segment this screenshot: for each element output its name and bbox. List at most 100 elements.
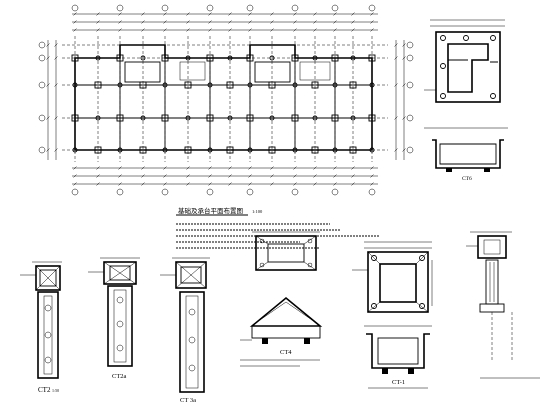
dimension-tick [402, 148, 406, 152]
dimension-tick [141, 182, 145, 186]
dimension-tick [118, 28, 122, 32]
dimension-tick [186, 28, 190, 32]
pile-cap [226, 146, 234, 154]
dimension-tick [293, 28, 297, 32]
pile [269, 115, 275, 121]
dimension-tick [118, 20, 122, 24]
pile [185, 115, 191, 121]
pile-cap [349, 81, 357, 89]
dimension-tick [141, 166, 145, 170]
pile-cap [139, 81, 147, 89]
dimension-tick [333, 28, 337, 32]
dimension-tick [186, 166, 190, 170]
dimension-tick [54, 56, 58, 60]
dimension-tick [313, 166, 317, 170]
label-ct2: CT2 [38, 386, 51, 394]
dimension-tick [333, 20, 337, 24]
pile [227, 115, 233, 121]
dimension-tick [370, 12, 374, 16]
axis-bubble [406, 54, 414, 62]
plan-scale: 1:100 [252, 209, 263, 214]
pile-cap [268, 146, 276, 154]
dimension-tick [293, 12, 297, 16]
pile-cap [331, 114, 339, 122]
dimension-tick [118, 12, 122, 16]
pile [369, 147, 375, 153]
axis-bubble [206, 188, 214, 196]
detail-column-section [466, 231, 540, 379]
axis-bubble [246, 4, 254, 12]
pile [140, 55, 146, 61]
dimension-tick [351, 20, 355, 24]
dimension-tick [96, 20, 100, 24]
dimension-tick [370, 166, 374, 170]
pile [72, 147, 78, 153]
dimension-tick [186, 174, 190, 178]
dimension-tick [270, 28, 274, 32]
pile-cap [184, 146, 192, 154]
dimension-tick [46, 56, 50, 60]
pile-cap [246, 54, 254, 62]
dimension-tick [293, 174, 297, 178]
dimension-tick [293, 20, 297, 24]
notes-block [176, 223, 380, 249]
pile-cap [311, 146, 319, 154]
axis-bubble [161, 4, 169, 12]
pile [72, 82, 78, 88]
dimension-tick [394, 43, 398, 47]
dimension-tick [248, 20, 252, 24]
label-ct1: CT-1 [392, 379, 405, 386]
detail-ct1: CT-1 [352, 241, 433, 389]
pile-cap [116, 114, 124, 122]
dimension-tick [54, 43, 58, 47]
pile-cap [206, 114, 214, 122]
dimension-tick [402, 43, 406, 47]
pile [350, 55, 356, 61]
dimension-tick [351, 182, 355, 186]
dimension-tick [73, 20, 77, 24]
pile-cap [268, 81, 276, 89]
pile-cap [368, 114, 376, 122]
dimension-tick [394, 116, 398, 120]
pile [162, 147, 168, 153]
dimension-tick [351, 166, 355, 170]
detail-ct2a: CT2a [88, 257, 140, 380]
dimension-tick [228, 166, 232, 170]
dimension-tick [351, 174, 355, 178]
pile-cap [226, 81, 234, 89]
pile-cap [116, 54, 124, 62]
axis-bubble [406, 41, 414, 49]
dimension-tick [73, 182, 77, 186]
pile [117, 82, 123, 88]
dimension-tick [46, 148, 50, 152]
dimension-tick [163, 20, 167, 24]
pile [369, 82, 375, 88]
dimension-tick [163, 166, 167, 170]
pile [117, 147, 123, 153]
dimension-tick [163, 12, 167, 16]
pile-cap [331, 54, 339, 62]
dimension-tick [96, 174, 100, 178]
dimension-tick [208, 174, 212, 178]
pile-cap [71, 54, 79, 62]
dimension-tick [73, 28, 77, 32]
dimension-tick [141, 28, 145, 32]
axis-bubble [406, 146, 414, 154]
dimension-tick [370, 20, 374, 24]
pile-cap [311, 81, 319, 89]
dimension-tick [351, 28, 355, 32]
dimension-tick [270, 166, 274, 170]
dimension-tick [96, 12, 100, 16]
label-ct2a: CT2a [112, 373, 127, 380]
dimension-tick [208, 182, 212, 186]
pile-cap [246, 114, 254, 122]
pile-cap [71, 114, 79, 122]
plan-title: 基础及承台平面布置图 [178, 206, 243, 215]
axis-bubble [246, 188, 254, 196]
dimension-tick [96, 166, 100, 170]
pile-cap [349, 146, 357, 154]
dimension-tick [46, 43, 50, 47]
detail-ct4: CT4 [240, 231, 323, 367]
axis-bubble [331, 188, 339, 196]
